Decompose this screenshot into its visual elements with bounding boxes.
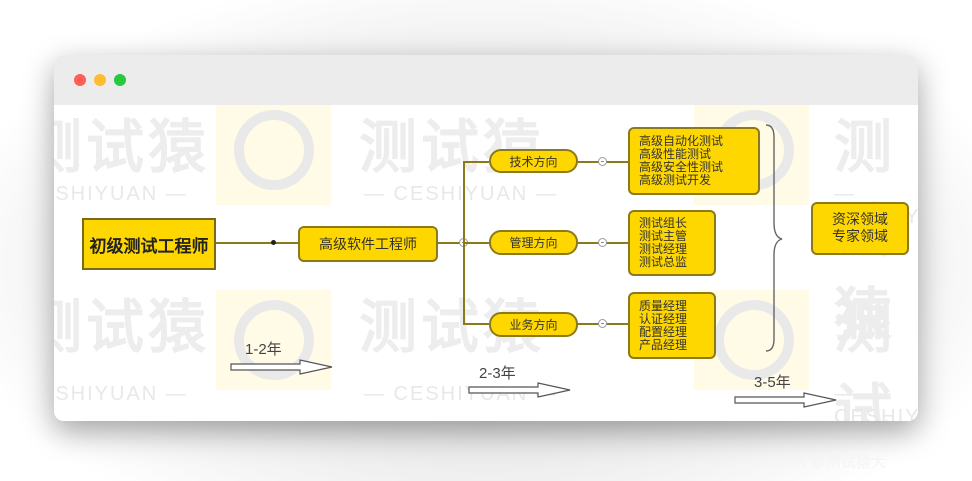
node-branch-management[interactable]: 管理方向 (489, 230, 578, 255)
expert-item: 资深领域 (832, 211, 888, 228)
watermark-subtext: — CESHIYUAN — (834, 383, 918, 421)
role-item: 测试总监 (639, 255, 688, 269)
branch-label: 管理方向 (509, 236, 558, 250)
role-item: 测试经理 (639, 242, 688, 256)
timeline-arrow-icon (230, 359, 333, 375)
role-item: 测试组长 (639, 216, 688, 230)
role-item: 认证经理 (639, 311, 688, 326)
watermark-logo-icon (234, 110, 314, 190)
node-branch-business[interactable]: 业务方向 (489, 312, 578, 337)
watermark-text: 测试猿 (54, 293, 211, 361)
app-window: 测试猿 — CESHIYUAN — 测试猿 — CESHIYUAN — 测试猿 … (54, 55, 918, 421)
node-expert[interactable]: 资深领域 专家领域 (811, 202, 909, 255)
timeline-arrow-icon (734, 392, 837, 408)
connector-line (463, 323, 489, 325)
role-item: 配置经理 (639, 324, 688, 339)
connector-line (463, 161, 489, 163)
node-root[interactable]: 初级测试工程师 (82, 218, 216, 270)
connector-line (216, 242, 298, 244)
minimize-window-button[interactable] (94, 74, 106, 86)
watermark-logo-icon (234, 300, 314, 380)
node-senior-engineer[interactable]: 高级软件工程师 (298, 226, 438, 262)
role-item: 质量经理 (639, 298, 688, 313)
watermark-text: 测试猿 (834, 293, 897, 421)
watermark-subtext: — CESHIYUAN — (54, 183, 188, 205)
watermark-text: 测试猿 (54, 113, 211, 181)
node-branch-technical[interactable]: 技术方向 (489, 149, 578, 173)
collapse-toggle-icon[interactable] (598, 157, 607, 166)
role-item: 测试主管 (639, 229, 688, 243)
watermark-logo-icon (714, 300, 794, 380)
connector-line (437, 242, 463, 244)
watermark-subtext: — CESHIYUAN — (364, 183, 558, 205)
branch-label: 技术方向 (509, 154, 558, 169)
title-bar (54, 55, 918, 105)
connector-trunk (463, 163, 465, 323)
timeline-label: 1-2年 (245, 341, 282, 358)
close-window-button[interactable] (74, 74, 86, 86)
curly-brace-icon (765, 124, 783, 352)
maximize-window-button[interactable] (114, 74, 126, 86)
watermark-subtext: — CESHIYUAN — (54, 383, 188, 405)
connector-junction (271, 240, 276, 245)
node-roles-technical[interactable]: 高级自动化测试 高级性能测试 高级安全性测试 高级测试开发 (628, 127, 760, 195)
role-item: 产品经理 (639, 337, 688, 352)
role-item: 高级测试开发 (639, 173, 712, 187)
timeline-arrow-icon (468, 382, 571, 398)
timeline-label: 2-3年 (479, 365, 516, 382)
diagram-canvas: 测试猿 — CESHIYUAN — 测试猿 — CESHIYUAN — 测试猿 … (54, 105, 918, 421)
timeline-label: 3-5年 (754, 374, 791, 391)
expert-item: 专家领域 (832, 228, 888, 245)
collapse-toggle-icon[interactable] (598, 319, 607, 328)
connector-line (465, 242, 491, 244)
role-item: 高级自动化测试 (639, 134, 724, 148)
branch-label: 业务方向 (509, 318, 558, 332)
node-roles-management[interactable]: 测试组长 测试主管 测试经理 测试总监 (628, 210, 716, 276)
csdn-watermark: CSDN @测试猿大 (764, 454, 886, 471)
role-item: 高级性能测试 (639, 147, 712, 161)
node-roles-business[interactable]: 质量经理 认证经理 配置经理 产品经理 (628, 292, 716, 359)
role-item: 高级安全性测试 (639, 160, 724, 174)
node-senior-engineer-label: 高级软件工程师 (319, 237, 417, 253)
node-root-label: 初级测试工程师 (89, 236, 209, 257)
collapse-toggle-icon[interactable] (598, 238, 607, 247)
